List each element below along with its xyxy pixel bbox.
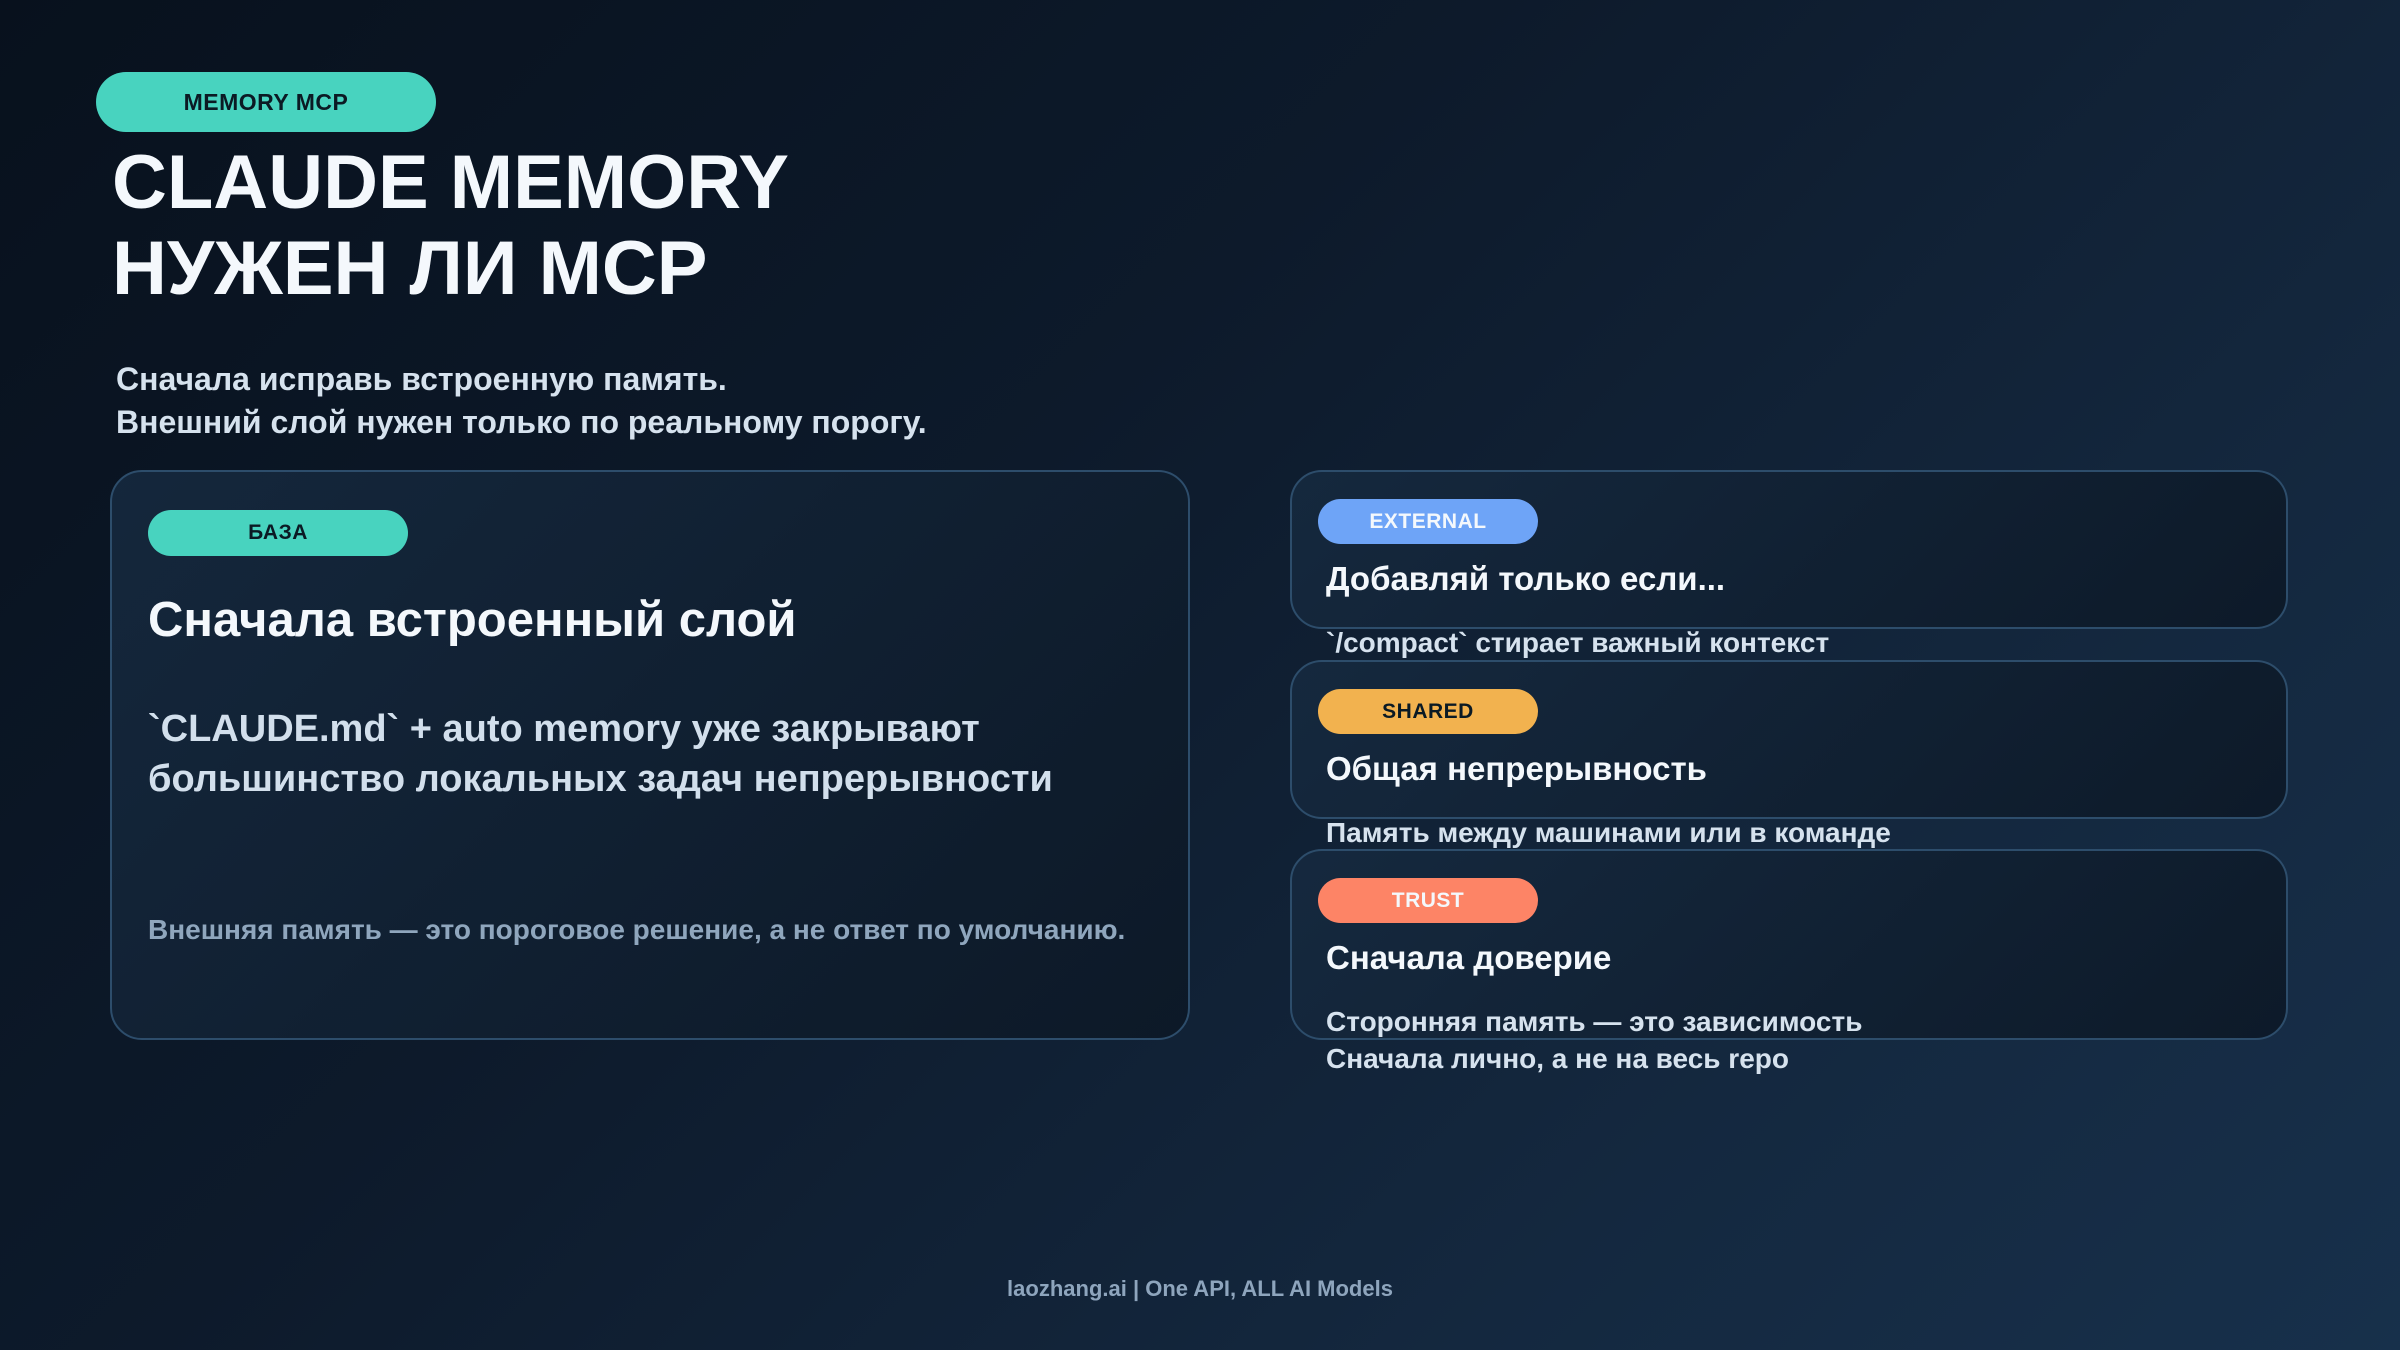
shared-tag: SHARED — [1318, 689, 1538, 734]
subtitle-line-2: Внешний слой нужен только по реальному п… — [116, 404, 927, 440]
memory-mcp-tag: MEMORY MCP — [96, 72, 436, 132]
base-card-heading: Сначала встроенный слой — [148, 593, 797, 647]
trust-card-note: Сторонняя память — это зависимость Снача… — [1326, 1003, 1862, 1077]
base-tag: БАЗА — [148, 510, 408, 556]
shared-card: SHARED Общая непрерывность Память между … — [1290, 660, 2288, 848]
trust-tag: TRUST — [1318, 878, 1538, 923]
trust-note-line-2: Сначала лично, а не на весь repo — [1326, 1043, 1789, 1074]
page-title: CLAUDE MEMORY НУЖЕН ЛИ МСР — [112, 140, 789, 312]
trust-card: TRUST Сначала доверие Сторонняя память —… — [1290, 849, 2288, 1074]
base-layer-card: БАЗА Сначала встроенный слой `CLAUDE.md`… — [110, 470, 1190, 1040]
subtitle-line-1: Сначала исправь встроенную память. — [116, 361, 727, 397]
base-card-body: `CLAUDE.md` + auto memory уже закрывают … — [148, 704, 1148, 804]
trust-card-heading: Сначала доверие — [1326, 939, 1612, 976]
base-card-note: Внешняя память — это пороговое решение, … — [148, 914, 1126, 945]
external-card-note: `/compact` стирает важный контекст — [1326, 627, 1830, 658]
external-tag: EXTERNAL — [1318, 499, 1538, 544]
shared-card-note: Память между машинами или в команде — [1326, 817, 1891, 848]
footer-branding: laozhang.ai | One API, ALL AI Models — [1007, 1276, 1393, 1301]
external-card-heading: Добавляй только если... — [1326, 560, 1726, 597]
title-line-2: НУЖЕН ЛИ МСР — [112, 226, 708, 311]
base-body-line-1: `CLAUDE.md` + auto memory уже закрывают — [148, 708, 980, 750]
shared-card-heading: Общая непрерывность — [1326, 750, 1707, 787]
trust-note-line-1: Сторонняя память — это зависимость — [1326, 1006, 1863, 1037]
external-card: EXTERNAL Добавляй только если... `/compa… — [1290, 470, 2288, 658]
page-subtitle: Сначала исправь встроенную память. Внешн… — [116, 358, 927, 444]
base-body-line-2: большинство локальных задач непрерывност… — [148, 758, 1053, 800]
title-line-1: CLAUDE MEMORY — [112, 140, 789, 225]
